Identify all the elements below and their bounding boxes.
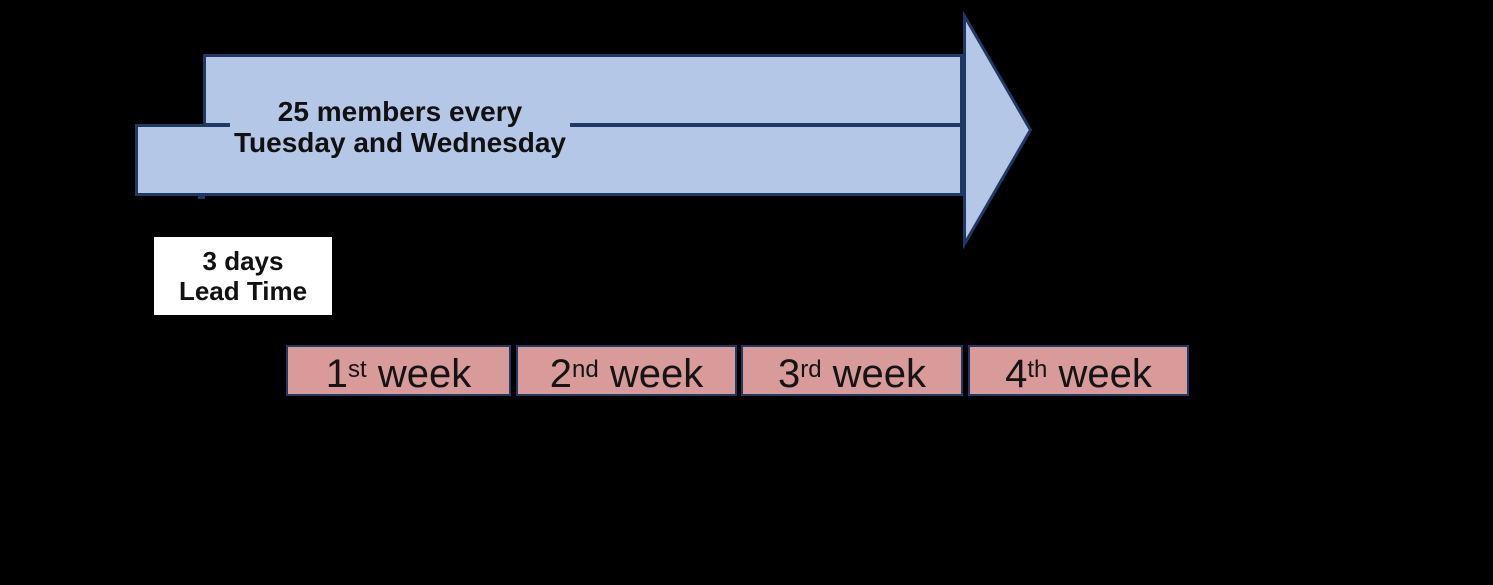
arrow-head bbox=[963, 10, 1033, 250]
lead-time-line2: Lead Time bbox=[178, 276, 308, 306]
week-box-3: 3rd week bbox=[741, 345, 963, 396]
week-1-ordinal: st bbox=[348, 356, 367, 383]
week-1-label: 1st week bbox=[325, 352, 472, 396]
week-box-2: 2nd week bbox=[516, 345, 737, 396]
week-3-label: 3rd week bbox=[777, 352, 927, 396]
week-box-4: 4th week bbox=[968, 345, 1189, 396]
arrow-label-line2: Tuesday and Wednesday bbox=[234, 127, 566, 158]
week-2-ordinal: nd bbox=[572, 356, 599, 383]
week-4-ordinal: th bbox=[1027, 356, 1048, 383]
week-box-1: 1st week bbox=[286, 345, 511, 396]
week-3-ordinal: rd bbox=[800, 356, 822, 383]
week-2-label: 2nd week bbox=[549, 352, 704, 396]
upper-bar-border-nub bbox=[198, 194, 205, 199]
arrow-label-line1: 25 members every bbox=[277, 96, 523, 127]
week-4-label: 4th week bbox=[1005, 352, 1152, 396]
arrow-label: 25 members every Tuesday and Wednesday bbox=[230, 91, 570, 158]
lead-time-label: 3 days Lead Time bbox=[154, 237, 332, 315]
lead-time-line1: 3 days bbox=[202, 246, 284, 276]
